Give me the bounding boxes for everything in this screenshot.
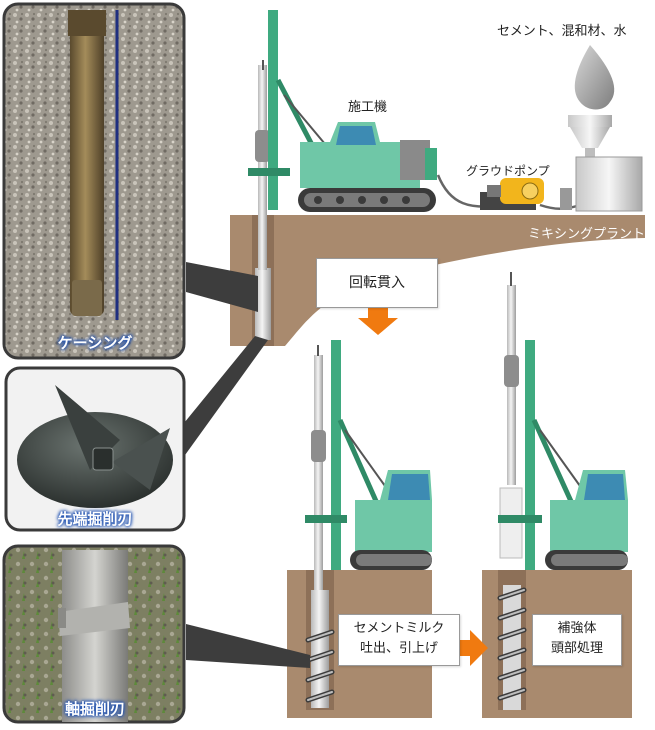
pile-machine-bottom-right: [498, 272, 628, 570]
injection-label-2: 吐出、引上げ: [359, 641, 438, 656]
pile-machine-top: [248, 10, 437, 270]
caption-tip-blade: 先端掘削刃: [57, 510, 133, 528]
pile-machine-bottom-left: [305, 340, 432, 590]
casing-in-ground: [255, 268, 271, 340]
photo-tip-blade: [4, 366, 186, 532]
arrow-right: [458, 630, 488, 666]
photo-shaft-blade: [2, 544, 186, 724]
ground-top: [230, 215, 645, 346]
callout-casing: [186, 262, 258, 312]
materials-label: セメント、混和材、水: [497, 24, 627, 39]
column-right: [497, 585, 527, 710]
injection-box: セメントミルク 吐出、引上げ: [338, 614, 460, 666]
pump-label: グラウドポンプ: [466, 164, 550, 178]
head-treatment-box: 補強体 頭部処理: [532, 614, 622, 666]
photo-casing: [2, 2, 186, 360]
callout-shaft: [186, 624, 310, 668]
head-label-1: 補強体: [557, 621, 597, 636]
injection-label-1: セメントミルク: [353, 621, 445, 636]
column-left: [305, 590, 335, 708]
caption-shaft-blade: 軸掘削刃: [64, 700, 125, 718]
machine-label: 施工機: [348, 100, 388, 115]
rotation-box: 回転貫入: [316, 258, 438, 308]
plant-label: ミキシングプラント: [528, 227, 646, 242]
caption-casing: ケーシング: [57, 334, 133, 352]
grout-pump: [480, 178, 544, 210]
rotation-label: 回転貫入: [349, 275, 405, 291]
head-label-2: 頭部処理: [550, 641, 603, 656]
mixing-plant: [560, 45, 643, 212]
arrow-down: [358, 308, 398, 335]
callout-tip: [180, 336, 268, 462]
